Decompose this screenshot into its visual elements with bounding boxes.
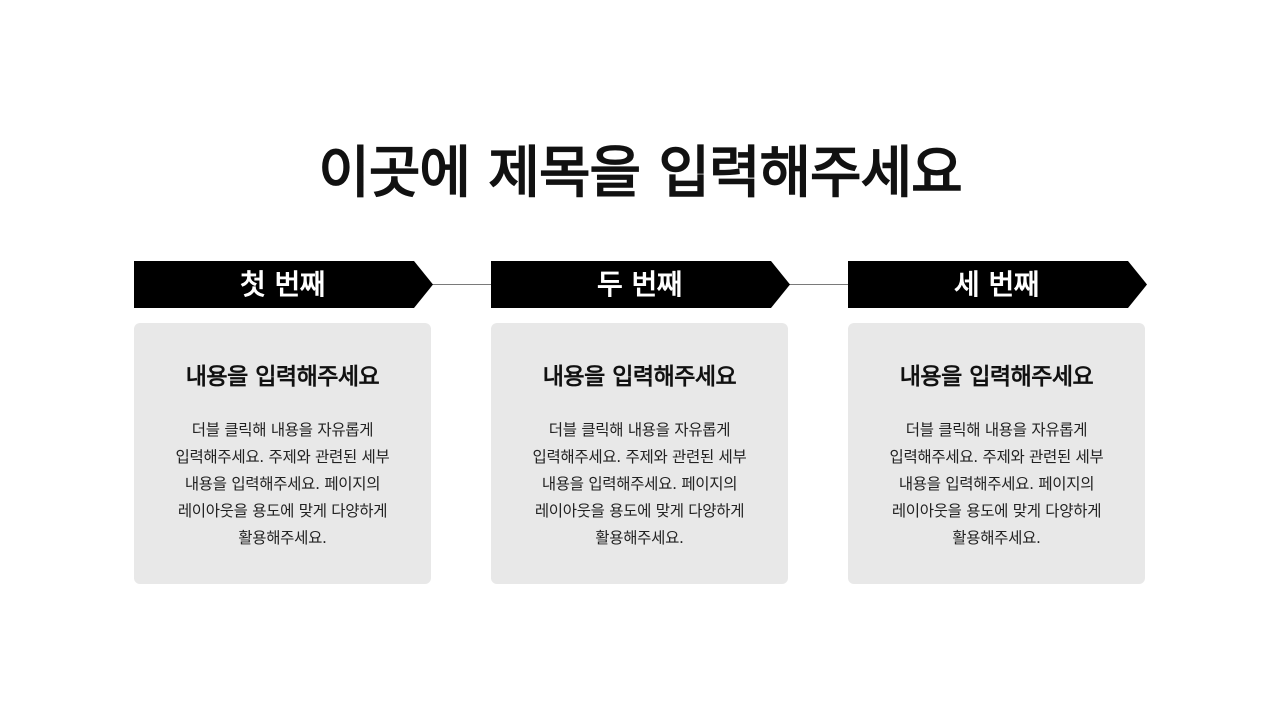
step-card-1[interactable]: 내용을 입력해주세요 더블 클릭해 내용을 자유롭게 입력해주세요. 주제와 관… [134,323,431,584]
step-header-2[interactable]: 두 번째 [491,261,804,308]
card-body-text: 더블 클릭해 내용을 자유롭게 입력해주세요. 주제와 관련된 세부 내용을 입… [889,421,1104,547]
step-label: 두 번째 [596,268,683,301]
card-body-text: 더블 클릭해 내용을 자유롭게 입력해주세요. 주제와 관련된 세부 내용을 입… [175,421,390,547]
step-header-1[interactable]: 첫 번째 [134,261,447,308]
connector-line-1 [430,284,492,285]
card-heading: 내용을 입력해주세요 [542,364,737,390]
step-card-2[interactable]: 내용을 입력해주세요 더블 클릭해 내용을 자유롭게 입력해주세요. 주제와 관… [491,323,788,584]
arrow-banner-shape [134,261,433,308]
arrow-banner-shape [848,261,1147,308]
slide-title[interactable]: 이곳에 제목을 입력해주세요 [318,141,962,206]
step-label: 세 번째 [953,268,1040,301]
arrow-banner-shape [491,261,790,308]
connector-line-2 [787,284,849,285]
card-body-text: 더블 클릭해 내용을 자유롭게 입력해주세요. 주제와 관련된 세부 내용을 입… [532,421,747,547]
step-label: 첫 번째 [239,268,326,301]
step-card-3[interactable]: 내용을 입력해주세요 더블 클릭해 내용을 자유롭게 입력해주세요. 주제와 관… [848,323,1145,584]
card-heading: 내용을 입력해주세요 [899,364,1094,390]
step-header-3[interactable]: 세 번째 [848,261,1161,308]
card-heading: 내용을 입력해주세요 [185,364,380,390]
